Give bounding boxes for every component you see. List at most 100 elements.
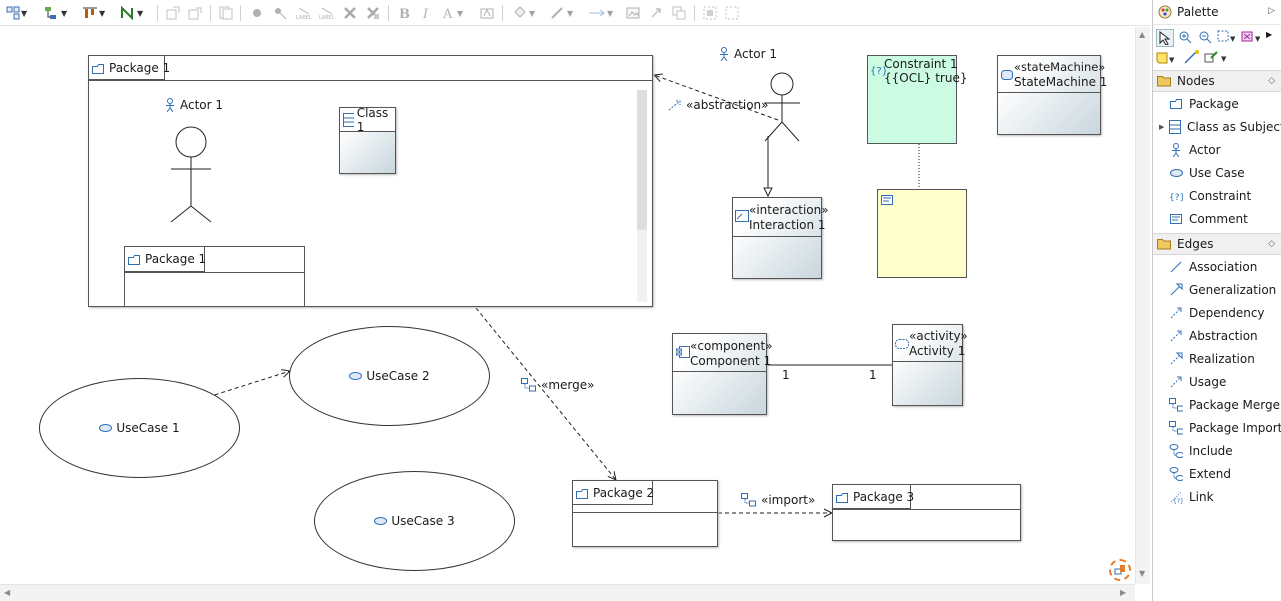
palette-item-class-as-subject[interactable]: ▶Class as Subject bbox=[1159, 119, 1281, 134]
palette-item-extend[interactable]: Extend bbox=[1153, 462, 1281, 485]
image-icon[interactable] bbox=[626, 4, 640, 22]
palette-item-use-case[interactable]: Use Case bbox=[1153, 161, 1281, 184]
package-3-node[interactable]: Package 3 bbox=[832, 484, 1021, 541]
palette-item-package[interactable]: Package bbox=[1153, 92, 1281, 115]
svg-text:B: B bbox=[399, 7, 410, 20]
package-1-node[interactable]: Package 1 Actor 1 Class 1 bbox=[88, 55, 653, 307]
layout-icon[interactable]: ▼ bbox=[6, 4, 27, 22]
palette-item-actor[interactable]: Actor bbox=[1153, 138, 1281, 161]
expand-icon[interactable]: ▶ bbox=[1159, 122, 1165, 131]
extend-icon bbox=[1169, 466, 1183, 481]
include-icon bbox=[1169, 443, 1183, 458]
italic-icon[interactable]: I bbox=[420, 4, 434, 22]
scroll-up-icon[interactable]: ▲ bbox=[1139, 30, 1146, 39]
palette-drawer-nodes[interactable]: Nodes ◇ bbox=[1153, 70, 1281, 92]
select-all-icon[interactable] bbox=[703, 4, 717, 22]
palette-panel: Palette ▷ ▼ ▼ ▶ ▼ ▼ Nodes ◇ Package ▶Cla… bbox=[1152, 0, 1281, 601]
abstraction-label[interactable]: «abstraction» bbox=[668, 98, 768, 112]
usecase-3-node[interactable]: UseCase 3 bbox=[314, 471, 515, 571]
stereotype-tool-icon[interactable]: ▼ bbox=[1241, 30, 1265, 47]
line-color-icon[interactable]: ▼ bbox=[550, 4, 573, 22]
nested-package-1-node[interactable]: Package 1 bbox=[124, 246, 305, 306]
marquee-tool-icon[interactable]: ▼ bbox=[1217, 30, 1237, 47]
constraint-1-node[interactable]: {?} Constraint 1 {{OCL} true} bbox=[867, 55, 968, 144]
actor-icon bbox=[166, 98, 174, 112]
palette-item-association[interactable]: Association bbox=[1153, 255, 1281, 278]
interaction-1-node[interactable]: «interaction» Interaction 1 bbox=[732, 197, 829, 279]
more-tools-icon[interactable]: ▶ bbox=[1266, 30, 1273, 39]
actor-right-label[interactable]: Actor 1 bbox=[718, 47, 777, 61]
component-1-node[interactable]: «component» Component 1 bbox=[672, 333, 773, 415]
activity-1-node[interactable]: «activity» Activity 1 bbox=[892, 324, 968, 406]
usecase-icon bbox=[99, 424, 113, 432]
palette-item-comment[interactable]: Comment bbox=[1153, 207, 1281, 230]
palette-item-usage[interactable]: Usage bbox=[1153, 370, 1281, 393]
palette-item-constraint[interactable]: {?}Constraint bbox=[1169, 188, 1252, 203]
size-icon[interactable] bbox=[166, 4, 180, 22]
copy-appearance-icon[interactable] bbox=[672, 4, 686, 22]
package-merge-icon bbox=[1169, 397, 1183, 412]
copy-format-icon[interactable] bbox=[219, 4, 233, 22]
arrange-icon[interactable]: ▼ bbox=[44, 4, 67, 22]
usecase-1-node[interactable]: UseCase 1 bbox=[39, 378, 240, 478]
validation-status-icon[interactable] bbox=[1109, 559, 1131, 581]
merge-label[interactable]: «merge» bbox=[521, 378, 594, 392]
delete-icon[interactable] bbox=[343, 4, 357, 22]
font-color-icon[interactable]: A▼ bbox=[442, 7, 464, 20]
palette-item-realization[interactable]: Realization bbox=[1153, 347, 1281, 370]
comment-node[interactable] bbox=[877, 189, 967, 278]
autosize-icon[interactable] bbox=[188, 4, 202, 22]
state-machine-node[interactable]: «stateMachine» StateMachine 1 bbox=[997, 55, 1107, 135]
bold-icon[interactable]: B bbox=[397, 4, 411, 22]
actor-1-label: Actor 1 bbox=[164, 98, 223, 112]
palette-item-generalization[interactable]: Generalization bbox=[1153, 278, 1281, 301]
font-dialog-icon[interactable] bbox=[480, 4, 494, 22]
palette-drawer-edges[interactable]: Edges ◇ bbox=[1153, 233, 1281, 255]
show-hide-icon[interactable] bbox=[250, 4, 264, 22]
scroll-down-icon[interactable]: ▼ bbox=[1139, 569, 1146, 578]
class-1-node[interactable]: Class 1 bbox=[339, 106, 396, 174]
scroll-right-icon[interactable]: ▶ bbox=[1120, 588, 1127, 597]
link-tool-icon[interactable]: ▼ bbox=[1204, 50, 1230, 67]
palette-item-package-merge[interactable]: Package Merge bbox=[1153, 393, 1281, 416]
zoom-in-icon[interactable] bbox=[1178, 30, 1192, 47]
label-icon[interactable]: LABEL bbox=[296, 4, 312, 22]
abstraction-icon bbox=[668, 100, 681, 111]
vertical-scrollbar[interactable]: ▲ ▼ bbox=[1135, 27, 1150, 584]
note-tool-icon[interactable]: ▼ bbox=[1156, 51, 1178, 68]
actor-figure[interactable] bbox=[166, 124, 216, 224]
zoom-out-icon[interactable] bbox=[1198, 30, 1212, 47]
select-tool-icon[interactable] bbox=[1156, 29, 1174, 47]
palette-collapse-icon[interactable]: ▷ bbox=[1268, 6, 1275, 16]
realization-icon bbox=[1169, 352, 1183, 366]
drawer-pin-icon[interactable]: ◇ bbox=[1268, 239, 1275, 249]
align-icon[interactable]: ▼ bbox=[82, 4, 105, 22]
select-shapes-icon[interactable] bbox=[725, 4, 739, 22]
package-2-tab: Package 2 bbox=[573, 481, 654, 505]
usecase-2-node[interactable]: UseCase 2 bbox=[289, 326, 490, 426]
svg-text:LABEL: LABEL bbox=[296, 15, 312, 20]
label-hide-icon[interactable]: LABEL bbox=[319, 4, 335, 22]
connection-tool-icon[interactable] bbox=[1183, 49, 1201, 68]
package-2-node[interactable]: Package 2 bbox=[572, 480, 718, 547]
actor-icon bbox=[720, 47, 728, 61]
palette-item-package-import[interactable]: Package Import bbox=[1153, 416, 1281, 439]
refresh-icon[interactable] bbox=[649, 4, 663, 22]
horizontal-scrollbar[interactable]: ◀ ▶ bbox=[0, 584, 1135, 601]
palette-item-abstraction[interactable]: Abstraction bbox=[1153, 324, 1281, 347]
palette-item-include[interactable]: Include bbox=[1153, 439, 1281, 462]
hide-connector-icon[interactable] bbox=[273, 4, 287, 22]
package-1-scrollbar[interactable] bbox=[637, 90, 647, 302]
line-style-icon[interactable]: ▼ bbox=[588, 4, 613, 22]
abstraction-edge bbox=[654, 75, 779, 121]
fill-color-icon[interactable]: ▼ bbox=[512, 4, 535, 22]
drawer-pin-icon[interactable]: ◇ bbox=[1268, 76, 1275, 86]
palette-item-link[interactable]: {?}Link bbox=[1153, 485, 1281, 508]
palette-item-dependency[interactable]: Dependency bbox=[1153, 301, 1281, 324]
route-icon[interactable]: ▼ bbox=[120, 4, 143, 22]
diagram-canvas[interactable]: Package 1 Actor 1 Class 1 bbox=[0, 27, 1135, 584]
import-label[interactable]: «import» bbox=[741, 493, 815, 507]
scroll-left-icon[interactable]: ◀ bbox=[4, 588, 11, 597]
package-icon bbox=[128, 254, 141, 265]
delete-model-icon[interactable] bbox=[366, 4, 380, 22]
